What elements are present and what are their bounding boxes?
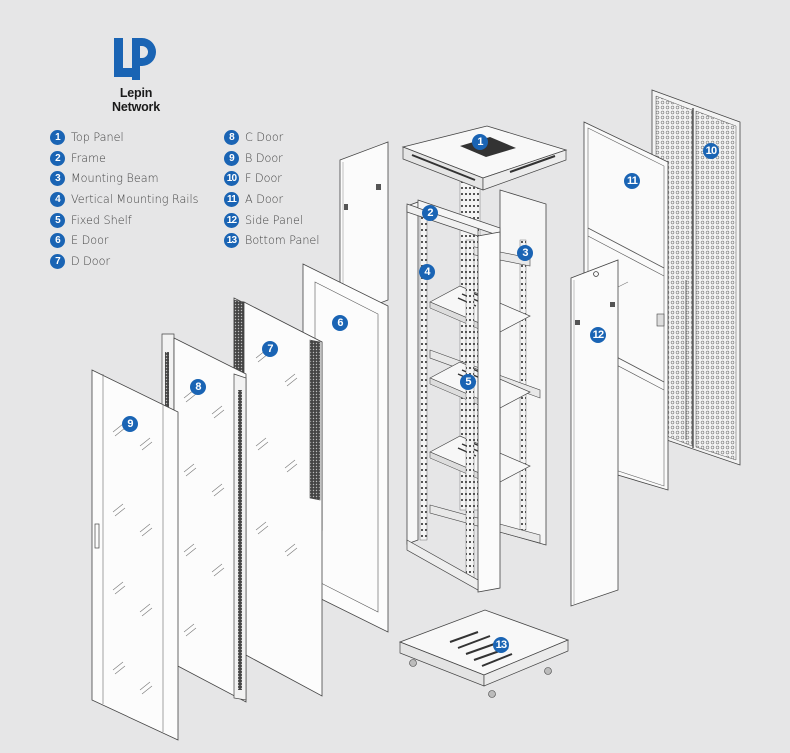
legend-item: 12 Side Panel (224, 210, 319, 231)
legend-number-badge: 3 (50, 171, 65, 187)
bottom-panel (398, 609, 570, 698)
legend-label: Top Panel (71, 130, 124, 144)
legend-item: 11 A Door (224, 189, 319, 210)
legend-item: 2 Frame (50, 148, 198, 169)
legend-number-badge: 8 (224, 129, 239, 145)
brand-logo: Lepin Network (96, 36, 176, 114)
legend-label: D Door (71, 254, 111, 268)
legend-number-badge: 9 (224, 150, 239, 166)
callout-d-door: 7 (262, 341, 278, 357)
legend-label: Fixed Shelf (71, 213, 132, 227)
legend-item: 10 F Door (224, 168, 319, 189)
brand-name: Lepin Network (112, 86, 160, 114)
b-door (91, 369, 179, 741)
callout-bottom-panel: 13 (493, 637, 509, 653)
legend-column-2: 8 C Door 9 B Door 10 F Door 11 A Door 12 Side… (224, 127, 319, 251)
callout-b-door: 9 (122, 416, 138, 432)
lp-logo-icon (114, 38, 156, 80)
legend-number-badge: 7 (50, 253, 65, 269)
callout-vertical-rails: 4 (419, 264, 435, 280)
legend-number-badge: 10 (224, 171, 239, 187)
legend-number-badge: 11 (224, 191, 239, 207)
legend-item: 9 B Door (224, 148, 319, 169)
legend-item: 7 D Door (50, 251, 198, 272)
legend-number-badge: 6 (50, 233, 65, 249)
legend-label: E Door (71, 234, 109, 248)
legend-label: C Door (245, 130, 284, 144)
legend-number-badge: 2 (50, 150, 65, 166)
legend-label: Mounting Beam (71, 172, 159, 186)
legend-item: 6 E Door (50, 230, 198, 251)
legend-label: Frame (71, 151, 106, 165)
callout-fixed-shelf: 5 (460, 374, 476, 390)
legend-number-badge: 5 (50, 212, 65, 228)
legend-label: Vertical Mounting Rails (71, 192, 199, 206)
legend-number-badge: 1 (50, 129, 65, 145)
callout-side-panel: 12 (590, 327, 606, 343)
callout-mounting-beam: 3 (517, 245, 533, 261)
callout-c-door: 8 (190, 379, 206, 395)
legend-label: B Door (245, 151, 283, 165)
legend-label: F Door (245, 172, 282, 186)
legend-item: 8 C Door (224, 127, 319, 148)
legend-item: 3 Mounting Beam (50, 168, 198, 189)
legend-item: 5 Fixed Shelf (50, 210, 198, 231)
legend-number-badge: 13 (224, 233, 239, 249)
legend-label: A Door (245, 192, 284, 206)
legend-number-badge: 4 (50, 191, 65, 207)
top-panel (401, 125, 568, 191)
front-post (406, 231, 501, 593)
d-door (233, 297, 323, 697)
legend-item: 1 Top Panel (50, 127, 198, 148)
callout-frame: 2 (422, 205, 438, 221)
callout-f-door: 10 (703, 143, 719, 159)
callout-top-panel: 1 (472, 134, 488, 150)
legend-label: Bottom Panel (245, 234, 320, 248)
legend-column-1: 1 Top Panel 2 Frame 3 Mounting Beam 4 Vertic… (50, 127, 198, 272)
side-panel (570, 259, 619, 607)
legend-item: 13 Bottom Panel (224, 230, 319, 251)
legend-label: Side Panel (245, 213, 303, 227)
callout-e-door: 6 (332, 315, 348, 331)
callout-a-door: 11 (624, 173, 640, 189)
legend-number-badge: 12 (224, 212, 239, 228)
legend-item: 4 Vertical Mounting Rails (50, 189, 198, 210)
